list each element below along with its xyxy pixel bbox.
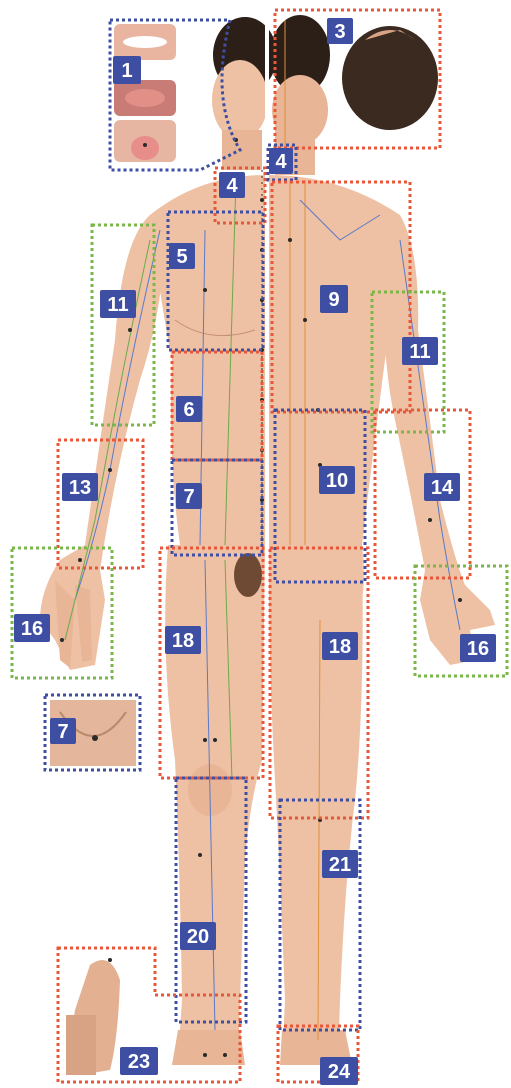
region-label-11-right: 11 [402,337,438,365]
front-torso [150,175,265,545]
region-label-11-left: 11 [100,290,136,318]
meridian-lines [65,20,460,1040]
region-label-6: 6 [176,396,202,422]
svg-text:10: 10 [326,470,348,492]
svg-text:4: 4 [226,175,238,197]
region-label-1: 1 [113,56,141,84]
back-body-figure [269,15,495,1065]
region-label-3: 3 [327,18,353,44]
acupoint [128,328,132,332]
region-label-18-front: 18 [165,626,201,654]
svg-text:18: 18 [329,636,351,658]
svg-text:16: 16 [467,638,489,660]
acupoint [213,738,217,742]
back-right-arm [384,215,495,665]
acupoint [92,735,98,741]
svg-text:9: 9 [328,289,339,311]
region-label-10: 10 [319,466,355,494]
acupoint [143,143,147,147]
region-label-20: 20 [180,922,216,950]
acupoint [60,638,64,642]
inset-foot-sole [66,960,120,1075]
back-leg [269,545,363,1065]
svg-text:20: 20 [187,926,209,948]
front-face [212,60,268,140]
region-label-4-front: 4 [219,172,245,198]
acupoint [198,853,202,857]
inset-tongue-tip [131,136,159,160]
front-foot [172,1030,245,1065]
svg-text:6: 6 [183,399,194,421]
svg-text:24: 24 [328,1061,351,1083]
region-label-7-front: 7 [176,483,202,509]
svg-text:1: 1 [121,60,132,82]
svg-text:7: 7 [183,486,194,508]
svg-text:11: 11 [409,341,430,363]
svg-text:3: 3 [334,21,345,43]
acupoint [108,468,112,472]
acupoint [203,738,207,742]
region-label-21: 21 [322,850,358,878]
svg-text:13: 13 [69,477,91,499]
svg-text:21: 21 [329,854,351,876]
svg-text:4: 4 [275,151,287,173]
acupoint [203,288,207,292]
region-label-5: 5 [169,243,195,269]
inset-under-tongue [125,89,165,107]
inset-crown-hair [342,26,438,130]
svg-text:16: 16 [21,618,43,640]
region-label-16-left: 16 [14,614,50,642]
svg-text:18: 18 [172,630,194,652]
region-label-4-back: 4 [269,148,293,174]
inset-head-top [342,26,438,130]
inset-heel-hand [66,1015,96,1075]
acupoint [108,958,112,962]
region-label-9: 9 [320,285,348,313]
acupoint [260,198,264,202]
acupoint [428,518,432,522]
front-pelvis-shadow [234,553,262,597]
region-label-23: 23 [120,1047,158,1075]
region-label-24: 24 [320,1057,358,1085]
inset-teeth [123,36,167,48]
acupoint [223,1053,227,1057]
region-label-18-back: 18 [322,632,358,660]
svg-text:23: 23 [128,1051,150,1073]
inset-mouth-tongue [114,24,176,162]
region-label-14: 14 [424,473,460,501]
front-neck [222,130,262,170]
svg-text:11: 11 [107,294,128,316]
acupoint [288,238,292,242]
svg-text:7: 7 [57,721,68,743]
region-label-13: 13 [62,473,98,501]
region-label-16-right: 16 [460,634,496,662]
svg-text:5: 5 [176,246,187,268]
svg-text:14: 14 [431,477,454,499]
acupoint [203,1053,207,1057]
acupoint [78,558,82,562]
acupoint [303,318,307,322]
acupoint [458,598,462,602]
region-label-7-inset: 7 [50,718,76,744]
